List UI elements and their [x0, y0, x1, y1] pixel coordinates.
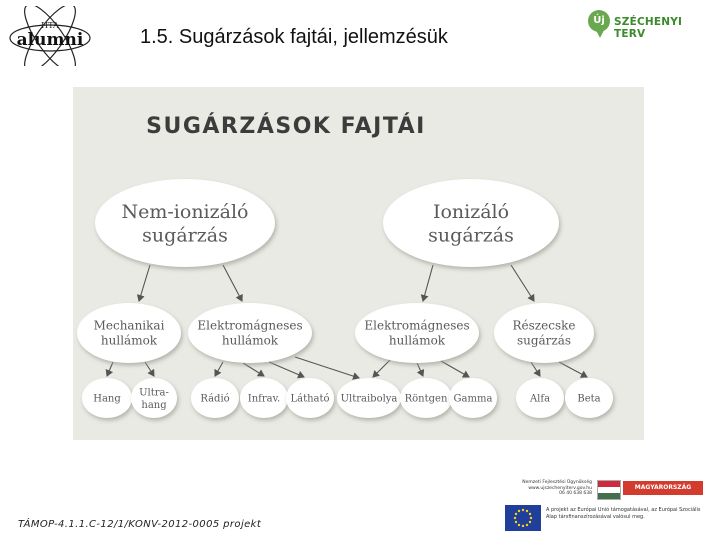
node-label: Látható [290, 394, 329, 405]
level3-node: Ultra-hang [131, 378, 177, 418]
eu-stars-icon [513, 508, 533, 528]
node-ellipse [77, 303, 181, 363]
logo-subtext: HTA [41, 21, 59, 30]
node-ellipse [191, 378, 239, 418]
diagram-arrow [416, 362, 425, 377]
address-line: 06 40 638 638 [559, 491, 592, 496]
atom-logo-icon: HTA alumni [9, 3, 91, 73]
node-label: sugárzás [428, 225, 514, 247]
node-ellipse [494, 303, 594, 363]
diagram-arrow [420, 264, 434, 302]
diagram-arrow [144, 361, 155, 377]
node-label: Infrav. [248, 394, 280, 405]
level3-node: Beta [565, 378, 613, 418]
project-footer: TÁMOP-4.1.1.C-12/1/KONV-2012-0005 projek… [18, 519, 262, 530]
node-label: Ultraibolya [341, 394, 398, 405]
hungary-renews-label: MAGYARORSZÁG MEGÚJUL [623, 481, 703, 505]
szechenyi-text: SZÉCHENYI TERV [614, 16, 683, 40]
address-line: www.ujszechenyiterv.gov.hu [528, 485, 592, 491]
diagram-canvas: SUGÁRZÁSOK FAJTÁI Nem-ionizálósugárzásIo… [73, 87, 644, 440]
node-label: Mechanikai [94, 319, 165, 333]
node-label: Ionizáló [433, 201, 509, 223]
level3-node: Infrav. [240, 378, 288, 418]
level3-node: Rádió [191, 378, 239, 418]
node-ellipse [82, 378, 132, 418]
node-ellipse [355, 303, 479, 363]
diagram-arrow [294, 356, 360, 380]
diagram-arrow [222, 264, 243, 302]
diagram-arrows [105, 264, 588, 380]
szechenyi-terv-logo: Új SZÉCHENYI TERV [588, 8, 700, 44]
node-label: Alfa [529, 394, 550, 405]
node-label: Beta [577, 394, 600, 405]
diagram-arrow [268, 361, 305, 379]
node-label: Elektromágneses [197, 319, 302, 333]
node-ellipse [286, 378, 334, 418]
node-ellipse [516, 378, 564, 418]
node-label: Hang [93, 394, 121, 405]
node-label: Részecske [513, 319, 576, 333]
node-label: sugárzás [517, 334, 571, 348]
level3-node: Gamma [449, 378, 497, 418]
node-ellipse [565, 378, 613, 418]
eu-badge: A projekt az Európai Unió támogatásával,… [500, 505, 705, 533]
ntu-badge: Nemzeti Fejlesztési Ügynökség www.ujszec… [500, 476, 705, 506]
agency-address: Nemzeti Fejlesztési Ügynökség www.ujszec… [500, 480, 592, 497]
level3-node: Hang [82, 378, 132, 418]
node-label: Rádió [200, 394, 229, 405]
node-label: hang [141, 400, 167, 411]
diagram-arrow [242, 362, 265, 377]
logo-text: alumni [17, 30, 84, 50]
diagram-arrow [530, 361, 541, 377]
szechenyi-mark: Új [588, 10, 610, 32]
node-ellipse [240, 378, 288, 418]
level3-node: Alfa [516, 378, 564, 418]
pin-tail-icon [596, 30, 604, 38]
diagram-arrow [214, 361, 224, 377]
node-ellipse [383, 179, 559, 267]
diagram-arrow [440, 360, 470, 378]
node-ellipse [188, 303, 312, 363]
node-ellipse [400, 378, 452, 418]
node-ellipse [449, 378, 497, 418]
eu-funding-text: A projekt az Európai Unió támogatásával,… [546, 507, 701, 520]
diagram-arrow [372, 358, 392, 378]
eu-flag-icon [505, 505, 541, 531]
level3-node: Röntgen [400, 378, 452, 418]
level3-node: Ultraibolya [337, 378, 401, 418]
alumni-logo: HTA alumni [6, 3, 98, 73]
address-line: Nemzeti Fejlesztési Ügynökség [522, 480, 592, 485]
diagram-nodes: Nem-ionizálósugárzásIonizálósugárzásMech… [77, 179, 613, 418]
diagram-arrow [105, 361, 114, 377]
node-label: Röntgen [405, 394, 448, 405]
node-label: Gamma [454, 394, 493, 405]
slide-title: 1.5. Sugárzások fajtái, jellemzésük [140, 26, 448, 48]
hungary-flag-icon [597, 480, 621, 500]
level3-node: Látható [286, 378, 334, 418]
node-label: sugárzás [142, 225, 228, 247]
node-label: Nem-ionizáló [122, 201, 249, 223]
node-ellipse [337, 378, 401, 418]
diagram-arrow [510, 264, 535, 302]
node-ellipse [131, 378, 177, 418]
diagram-heading: SUGÁRZÁSOK FAJTÁI [146, 113, 426, 139]
diagram-arrow [136, 264, 151, 302]
node-label: Ultra- [139, 387, 169, 398]
node-label: hullámok [389, 334, 446, 348]
node-label: Elektromágneses [364, 319, 469, 333]
node-ellipse [95, 179, 275, 267]
diagram-arrow [558, 361, 588, 378]
node-label: hullámok [101, 334, 158, 348]
node-label: hullámok [222, 334, 279, 348]
